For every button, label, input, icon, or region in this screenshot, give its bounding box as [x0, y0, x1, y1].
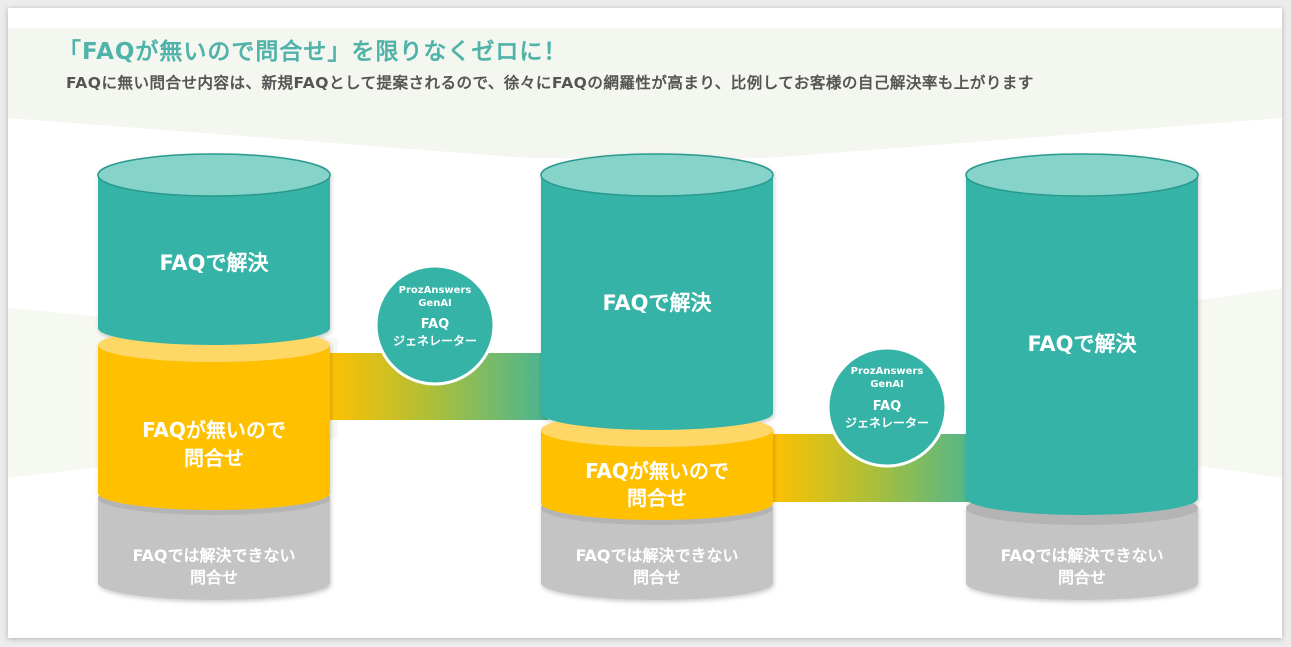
faq-generator-badge-2: ProzAnswers GenAI FAQ ジェネレーター: [826, 346, 948, 468]
headline: 「FAQが無いので問合せ」を限りなくゼロに！: [58, 39, 568, 65]
generator-brand-2a: ProzAnswers: [851, 366, 924, 377]
generator-brand-2b: GenAI: [870, 379, 904, 390]
faq-generator-badge-1: ProzAnswers GenAI FAQ ジェネレーター: [374, 264, 496, 386]
resolved-label-3: FAQで解決: [1027, 332, 1137, 356]
flow-arrow-2: [772, 434, 1003, 502]
no-faq-label-2a: FAQが無いので: [585, 459, 729, 483]
no-faq-label-1b: 問合せ: [184, 446, 244, 470]
cylinder-stage-3: [965, 153, 1199, 600]
generator-brand-1a: ProzAnswers: [399, 285, 472, 296]
subtitle: FAQに無い問合せ内容は、新規FAQとして提案されるので、徐々にFAQの網羅性が…: [66, 74, 1034, 92]
generator-title-1b: ジェネレーター: [393, 334, 477, 348]
unresolvable-label-2a: FAQでは解決できない: [575, 546, 738, 565]
unresolvable-label-2b: 問合せ: [633, 568, 681, 587]
cylinder-stage-1: [97, 153, 331, 600]
no-faq-label-1a: FAQが無いので: [142, 418, 286, 442]
diagram-card: 「FAQが無いので問合せ」を限りなくゼロに！ FAQに無い問合せ内容は、新規FA…: [8, 8, 1282, 638]
unresolvable-label-3b: 問合せ: [1058, 568, 1106, 587]
unresolvable-label-3a: FAQでは解決できない: [1000, 546, 1163, 565]
generator-title-2b: ジェネレーター: [845, 416, 929, 430]
resolved-label-2: FAQで解決: [602, 291, 712, 315]
generator-title-2a: FAQ: [873, 399, 902, 414]
flow-arrow-1: [328, 353, 570, 420]
faq-cylinder-diagram: FAQで解決 FAQが無いので 問合せ FAQでは解決できない 問合せ FAQで…: [97, 153, 1199, 600]
unresolvable-label-1a: FAQでは解決できない: [132, 546, 295, 565]
generator-title-1a: FAQ: [421, 317, 450, 332]
cylinder-stage-2: [540, 153, 774, 600]
unresolvable-label-1b: 問合せ: [190, 568, 238, 587]
no-faq-label-2b: 問合せ: [627, 486, 687, 510]
resolved-label-1: FAQで解決: [159, 251, 269, 275]
generator-brand-1b: GenAI: [418, 298, 452, 309]
